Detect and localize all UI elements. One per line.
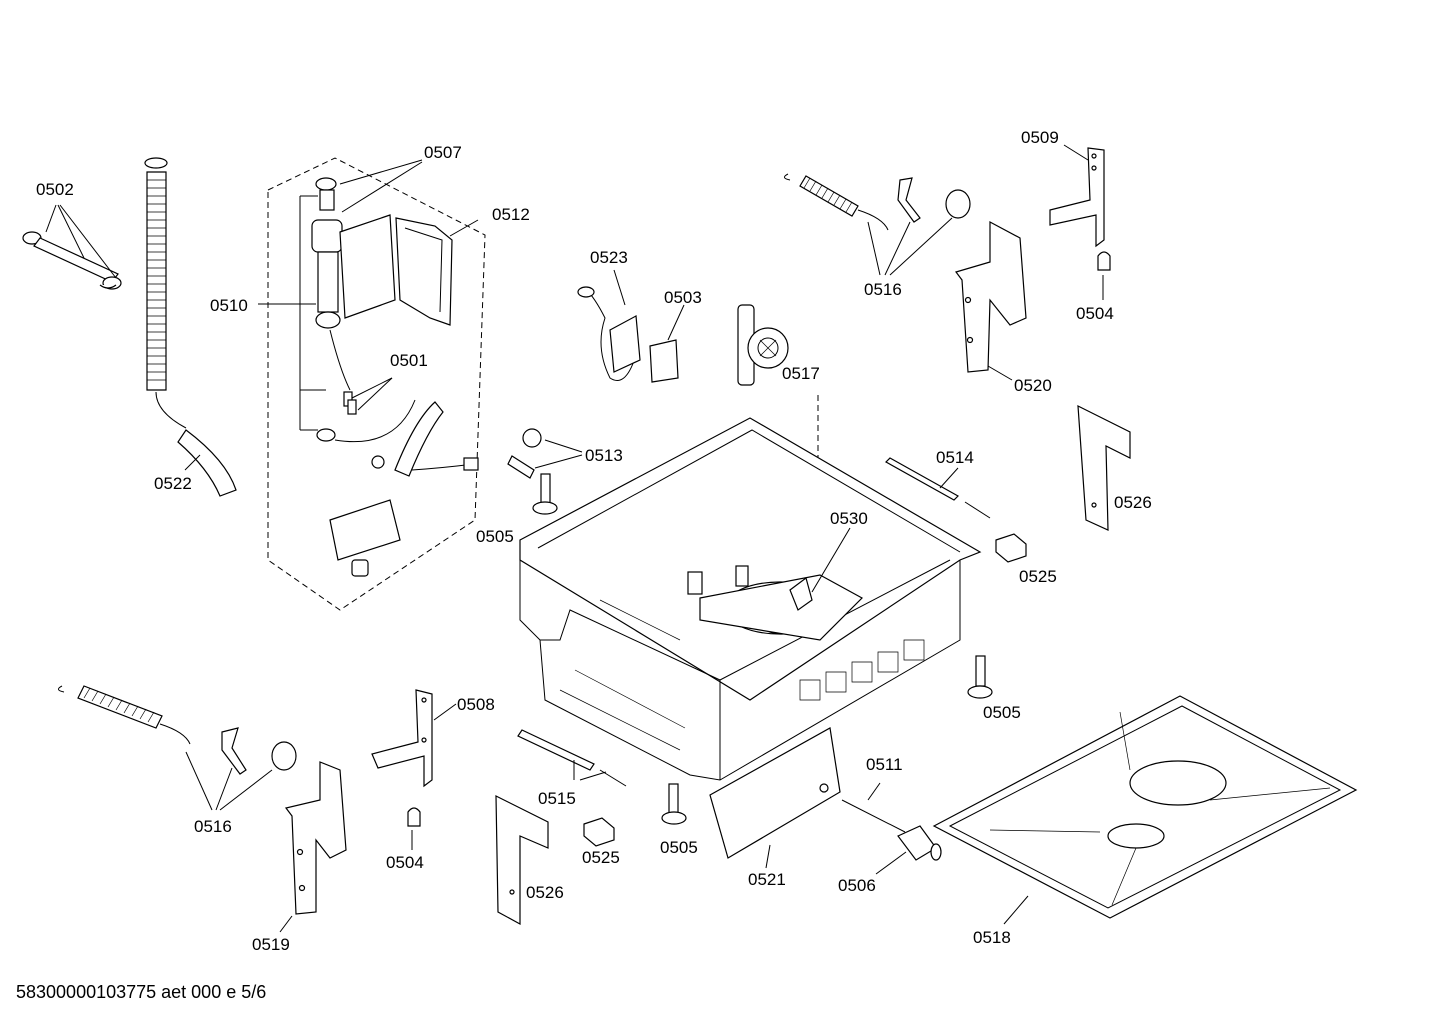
part-0515-rail-lower [517, 729, 627, 787]
part-0519-hinge-lever-lower [279, 761, 347, 933]
part-0502-hose-connector [22, 204, 122, 290]
label-0526-upper: 0526 [1114, 493, 1152, 512]
part-0508-hinge-bracket-lower [371, 689, 457, 788]
label-0515: 0515 [538, 789, 576, 808]
part-0526-side-panel-lower [495, 795, 549, 926]
label-0512: 0512 [492, 205, 530, 224]
label-0504-upper: 0504 [1076, 304, 1114, 323]
label-0530: 0530 [830, 509, 868, 528]
label-0513: 0513 [585, 446, 623, 465]
part-0505-foot-screw-upper [532, 473, 558, 515]
label-0506: 0506 [838, 876, 876, 895]
part-0510-inlet-valve [258, 177, 396, 442]
label-0509: 0509 [1021, 128, 1059, 147]
part-0512-valve-cover [395, 217, 479, 326]
label-0526-lower: 0526 [526, 883, 564, 902]
label-0507: 0507 [424, 143, 462, 162]
part-0511-cable [841, 782, 906, 833]
part-0504-hinge-clip-lower [407, 807, 421, 850]
part-0504-hinge-clip-upper [1097, 251, 1111, 300]
part-0523-cable-harness [577, 269, 641, 381]
part-0516-door-spring-lower [58, 685, 297, 811]
label-0516-lower: 0516 [194, 817, 232, 836]
label-0508: 0508 [457, 695, 495, 714]
part-0518-base-tray [932, 695, 1358, 925]
part-labels: 0502 0507 0512 0510 0501 0522 0523 0503 … [36, 128, 1152, 954]
label-0521: 0521 [748, 870, 786, 889]
label-0505-right: 0505 [983, 703, 1021, 722]
label-0501: 0501 [390, 351, 428, 370]
part-0517-circulation-pump [737, 304, 819, 590]
label-0514: 0514 [936, 448, 974, 467]
label-0519: 0519 [252, 935, 290, 954]
label-0504-lower: 0504 [386, 853, 424, 872]
base-frame-main [519, 417, 982, 781]
label-0520: 0520 [1014, 376, 1052, 395]
part-0503-connector [649, 304, 685, 383]
part-0522-drain-hose [144, 157, 237, 497]
label-0525-lower: 0525 [582, 848, 620, 867]
assembly-group-outline [267, 157, 486, 611]
part-0525-pad-upper [995, 533, 1027, 563]
part-0521-kickplate [709, 727, 841, 869]
part-0509-hinge-bracket-upper [1049, 144, 1105, 248]
part-0501-wiring-set [329, 377, 479, 577]
label-0525-upper: 0525 [1019, 567, 1057, 586]
part-0505-foot-screw-lower [661, 783, 687, 825]
label-0511: 0511 [866, 755, 903, 774]
label-0517: 0517 [782, 364, 820, 383]
label-0510: 0510 [210, 296, 248, 315]
label-0505-lower: 0505 [660, 838, 698, 857]
label-0503: 0503 [664, 288, 702, 307]
part-0506-plug [875, 825, 942, 875]
part-0513-sprocket [507, 428, 583, 479]
label-0522: 0522 [154, 474, 192, 493]
part-0516-door-spring-upper [784, 173, 971, 276]
label-0518: 0518 [973, 928, 1011, 947]
label-0505-upper: 0505 [476, 527, 514, 546]
part-0505-foot-screw-right [967, 655, 993, 699]
label-0502: 0502 [36, 180, 74, 199]
document-code-footer: 58300000103775 aet 000 e 5/6 [16, 982, 266, 1002]
label-0516-upper: 0516 [864, 280, 902, 299]
part-0520-hinge-lever [955, 221, 1027, 381]
part-0514-rail-upper [885, 457, 991, 519]
part-0525-pad-lower [583, 817, 615, 847]
label-0523: 0523 [590, 248, 628, 267]
part-0526-side-panel-upper [1077, 404, 1131, 531]
